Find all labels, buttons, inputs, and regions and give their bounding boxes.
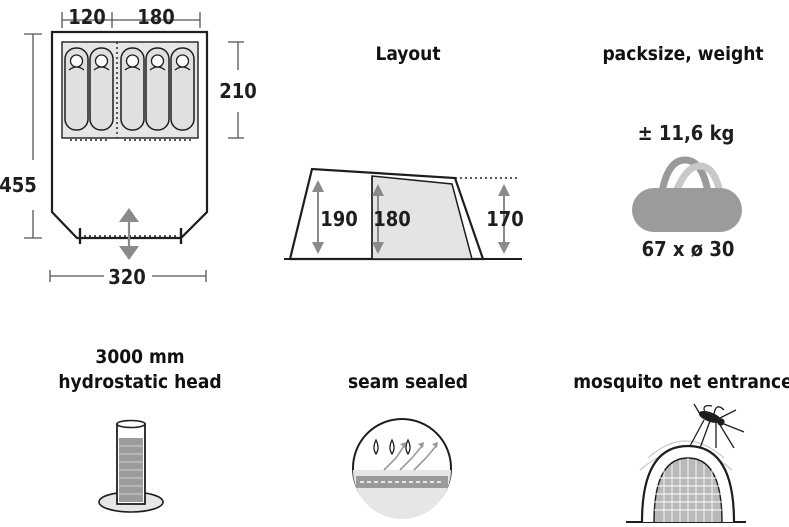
dim-width-left: 120 [68, 5, 106, 29]
layout-title: Layout [375, 43, 440, 65]
mosquito-title: mosquito net entrance [573, 371, 789, 393]
height-arrow-icon [312, 180, 324, 254]
dim-total-width: 320 [108, 265, 146, 289]
sleeping-bags [64, 47, 195, 131]
pack-size: 67 x ø 30 [642, 237, 735, 261]
top-dimension [61, 12, 201, 28]
sleeping-bag [64, 47, 89, 131]
pack-panel: packsize, weight ± 11,6 kg 67 x ø 30 [602, 43, 763, 261]
floor-plan: 120 180 455 210 320 [0, 5, 257, 289]
sleeping-bag [120, 47, 145, 131]
seam-title: seam sealed [348, 371, 468, 393]
entrance-double-arrow-icon [119, 208, 139, 260]
pack-weight: ± 11,6 kg [638, 121, 735, 145]
height-front: 190 [320, 207, 358, 231]
seam-panel: seam sealed [348, 371, 468, 519]
left-dimension [24, 33, 42, 239]
sleeping-bag [145, 47, 170, 131]
bottom-dimension [49, 270, 207, 282]
mosquito-icon [689, 403, 745, 449]
height-arrow-icon [372, 184, 384, 254]
water-column-icon [98, 419, 164, 513]
sleeping-bag [89, 47, 114, 131]
mosquito-net-icon [626, 440, 746, 523]
hydro-title-line2: hydrostatic head [58, 371, 221, 393]
layout-panel: Layout 190 180 170 [284, 43, 524, 261]
duffel-bag-icon [632, 156, 742, 232]
mosquito-panel: mosquito net entrance [573, 371, 789, 523]
hydro-panel: 3000 mm hydrostatic head [58, 346, 222, 513]
pack-title: packsize, weight [602, 43, 763, 65]
dim-cabin-depth: 210 [219, 79, 257, 103]
dim-width-right: 180 [137, 5, 175, 29]
height-middle: 180 [373, 207, 411, 231]
seam-sealed-icon [352, 418, 452, 519]
right-dimension [228, 41, 244, 139]
hydro-title-line1: 3000 mm [95, 346, 184, 368]
dim-total-length: 455 [0, 173, 37, 197]
height-rear: 170 [486, 207, 524, 231]
height-arrow-icon [498, 184, 510, 254]
sleeping-bag [170, 47, 195, 131]
